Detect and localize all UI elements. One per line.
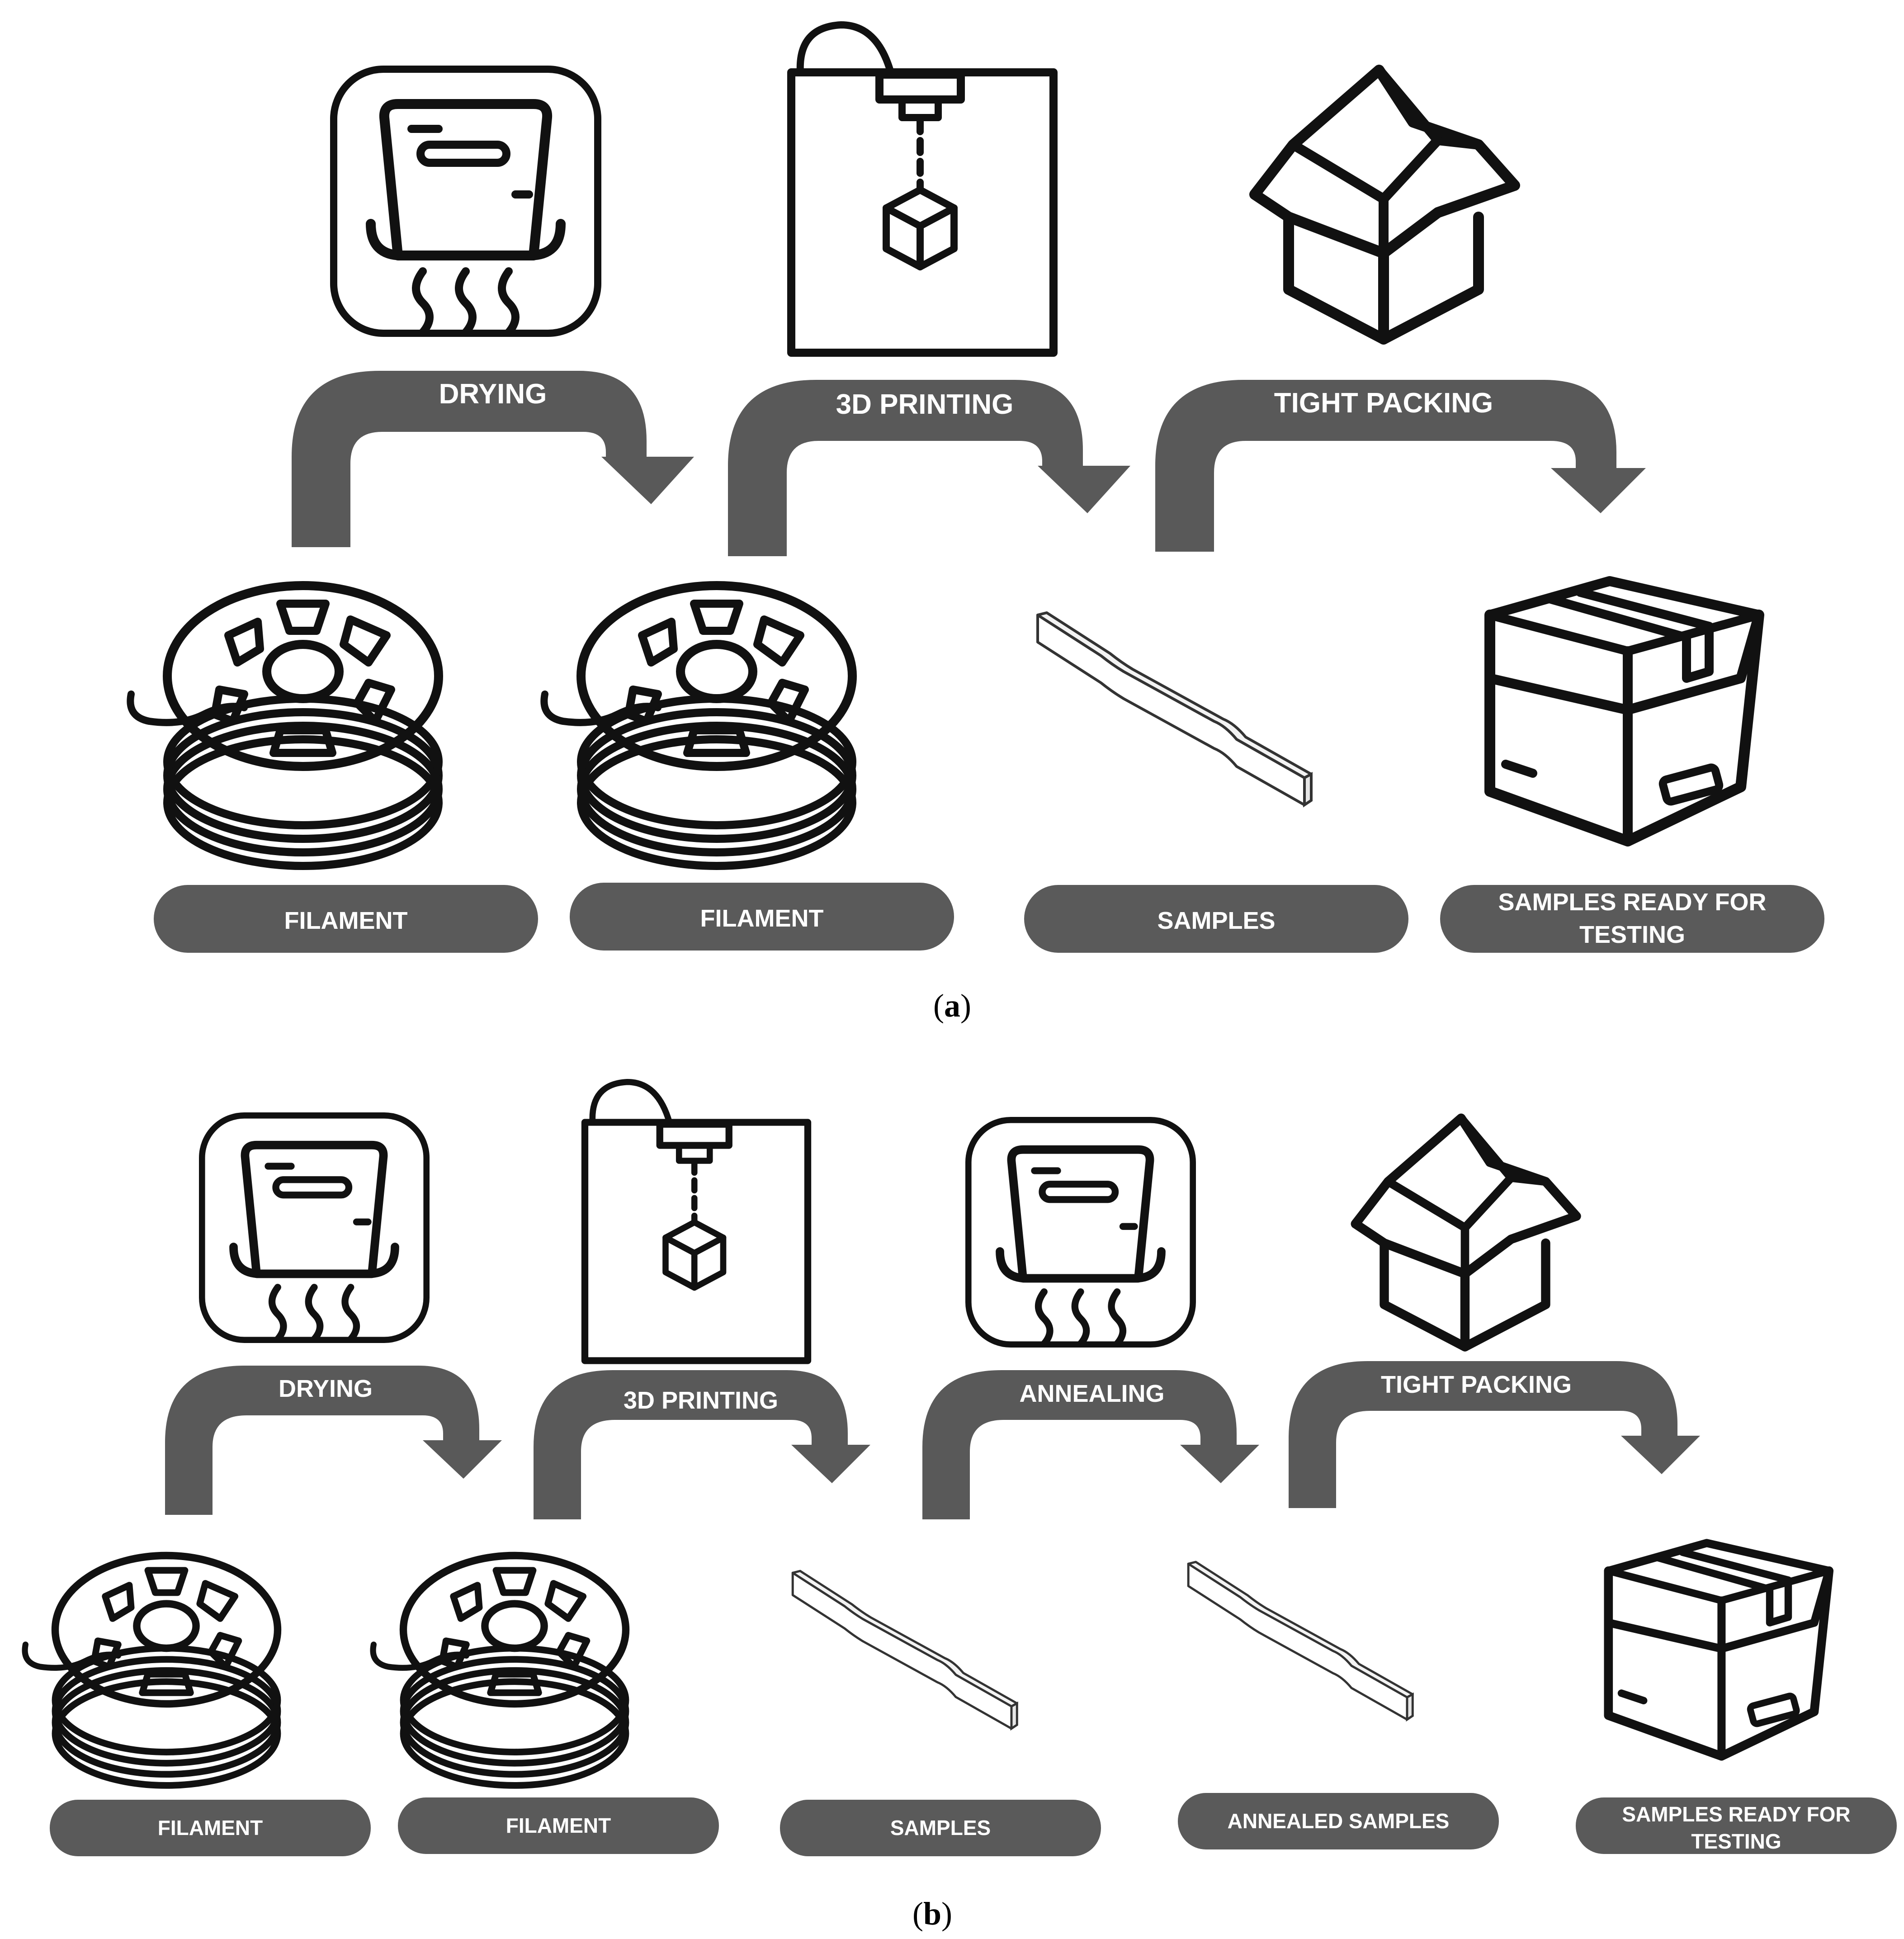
step-arrow-tight-packing: TIGHT PACKING	[1155, 380, 1646, 552]
step-label-tight-packing: TIGHT PACKING	[1274, 388, 1493, 419]
label-pill-samples-ready: SAMPLES READY FOR TESTING	[1576, 1797, 1897, 1854]
label-text: FILAMENT	[700, 905, 824, 932]
filament-spool-icon	[25, 1556, 278, 1785]
step-arrow-annealing: ANNEALING	[922, 1370, 1259, 1519]
panel-a: DRYING 3D PRINTING TIGHT PACKING FILAMEN…	[130, 25, 1824, 1024]
step-label-drying: DRYING	[279, 1375, 373, 1402]
label-text: FILAMENT	[158, 1816, 263, 1840]
caption-b: (b)	[912, 1896, 952, 1932]
3d-printer-icon	[791, 25, 1054, 353]
label-pill-samples: SAMPLES	[780, 1800, 1101, 1856]
specimen-icon	[793, 1571, 1017, 1729]
filament-spool-icon	[373, 1556, 626, 1785]
step-arrow-3d-printing: 3D PRINTING	[534, 1370, 870, 1519]
label-text: FILAMENT	[506, 1814, 611, 1837]
label-text: TESTING	[1691, 1830, 1781, 1853]
open-box-icon	[1255, 70, 1515, 339]
step-arrow-drying: DRYING	[292, 371, 694, 547]
step-arrow-tight-packing: TIGHT PACKING	[1289, 1361, 1700, 1508]
filament-spool-icon	[544, 586, 852, 866]
specimen-icon	[1188, 1562, 1413, 1720]
label-pill-filament: FILAMENT	[398, 1797, 719, 1854]
step-label-annealing: ANNEALING	[1020, 1380, 1165, 1407]
label-text: SAMPLES	[1157, 907, 1275, 934]
label-text: SAMPLES READY FOR	[1622, 1802, 1850, 1826]
open-box-icon	[1356, 1118, 1577, 1347]
step-arrow-drying: DRYING	[165, 1366, 502, 1515]
label-text: ANNEALED SAMPLES	[1228, 1809, 1450, 1833]
label-pill-filament: FILAMENT	[154, 885, 538, 953]
label-pill-samples-ready: SAMPLES READY FOR TESTING	[1440, 885, 1824, 953]
3d-printer-icon	[585, 1082, 808, 1361]
label-text: TESTING	[1579, 921, 1685, 948]
filament-spool-icon	[130, 586, 439, 866]
dryer-icon	[969, 1120, 1193, 1344]
label-text: FILAMENT	[284, 907, 408, 934]
dryer-icon	[334, 69, 598, 333]
label-text: SAMPLES	[890, 1816, 991, 1840]
label-pill-filament: FILAMENT	[570, 883, 954, 951]
step-arrow-3d-printing: 3D PRINTING	[728, 380, 1130, 556]
label-pill-annealed-samples: ANNEALED SAMPLES	[1178, 1793, 1499, 1849]
dryer-icon	[202, 1116, 426, 1340]
label-pill-samples: SAMPLES	[1024, 885, 1408, 953]
closed-box-icon	[1490, 581, 1759, 841]
step-label-drying: DRYING	[439, 378, 547, 410]
label-text: SAMPLES READY FOR	[1498, 889, 1766, 916]
caption-a: (a)	[933, 988, 971, 1024]
step-label-3d-printing: 3D PRINTING	[836, 389, 1014, 420]
step-label-3d-printing: 3D PRINTING	[624, 1387, 778, 1414]
step-label-tight-packing: TIGHT PACKING	[1381, 1371, 1572, 1398]
specimen-icon	[1038, 613, 1311, 805]
label-pill-filament: FILAMENT	[50, 1800, 371, 1856]
panel-b: DRYING 3D PRINTING ANNEALING TIGHT PACKI…	[25, 1082, 1897, 1932]
closed-box-icon	[1608, 1543, 1829, 1756]
